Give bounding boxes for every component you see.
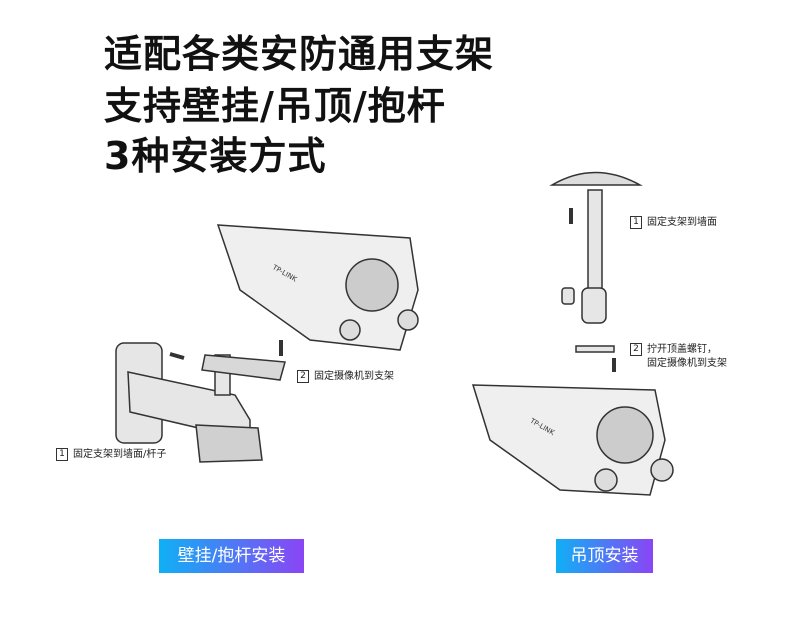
step-text: 拧开顶盖螺钉， 固定摄像机到支架 <box>647 343 727 371</box>
left-step-1: 1 固定支架到墙面/杆子 <box>56 448 166 462</box>
right-step-2: 2 拧开顶盖螺钉， 固定摄像机到支架 <box>630 343 727 371</box>
post-joint <box>581 287 607 324</box>
title-line-2: 支持壁挂/吊顶/抱杆 <box>104 84 446 128</box>
ceiling-mount-plate <box>575 345 615 353</box>
ceiling-mount-illustration <box>471 171 674 496</box>
ceiling-install-button[interactable]: 吊顶安装 <box>556 539 653 573</box>
right-step-1: 1 固定支架到墙面 <box>630 216 717 230</box>
step-text: 固定支架到墙面/杆子 <box>73 449 167 460</box>
step-number: 1 <box>56 448 68 461</box>
camera-lens <box>345 258 399 312</box>
step-number: 2 <box>630 343 642 356</box>
step-number: 1 <box>630 216 642 229</box>
title-line-3: 3种安装方式 <box>104 134 327 178</box>
title-line-1: 适配各类安防通用支架 <box>104 32 495 76</box>
arrow-icon <box>169 352 185 360</box>
wall-mount-illustration <box>115 224 419 463</box>
left-step-2: 2 固定摄像机到支架 <box>297 370 394 384</box>
step-number: 2 <box>297 370 309 383</box>
step-text-line-2: 固定摄像机到支架 <box>647 358 727 369</box>
mount-plate <box>201 354 286 381</box>
camera-body-left <box>216 224 419 351</box>
wall-pole-install-button[interactable]: 壁挂/抱杆安装 <box>159 539 304 573</box>
camera-lens-right <box>596 406 654 464</box>
step-text: 固定摄像机到支架 <box>314 371 394 382</box>
ceiling-post <box>587 189 603 291</box>
step-text: 固定支架到墙面 <box>647 217 717 228</box>
bracket-base <box>195 424 263 463</box>
step-text-line-1: 拧开顶盖螺钉， <box>647 344 717 355</box>
ceiling-plate <box>549 171 643 186</box>
